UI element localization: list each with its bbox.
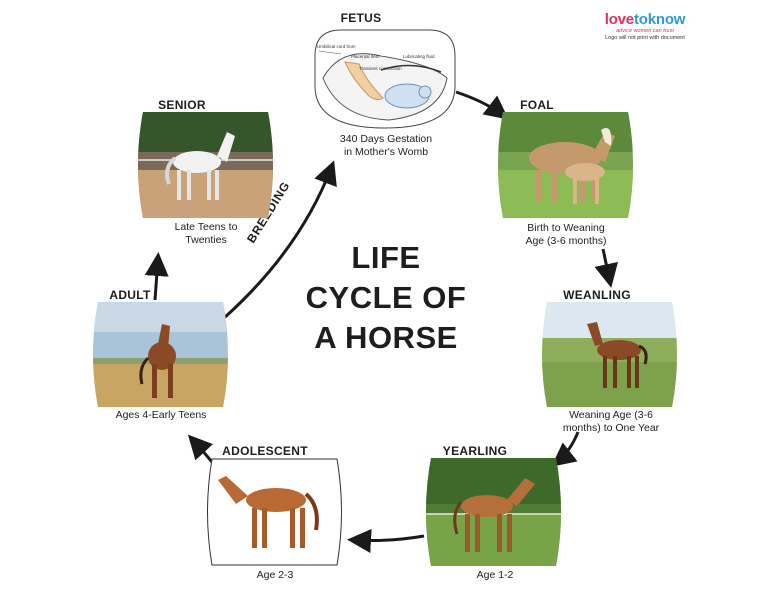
stage-caption-adolescent: Age 2-3 [256, 569, 294, 581]
stage-caption-senior: Late Teens to Twenties [174, 221, 238, 246]
fetus-illustration: Umbilical cord from Placental Item Trans… [314, 29, 456, 129]
adolescent-photo [207, 458, 342, 566]
stage-caption-weanling: Weaning Age (3-6 months) to One Year [562, 409, 660, 434]
logo-print-note: Logo will not print with document [605, 35, 685, 41]
stage-label-fetus: FETUS [340, 11, 382, 25]
arrow-breeding [222, 160, 337, 320]
adult-photo [93, 302, 228, 407]
yearling-photo [426, 458, 561, 566]
stage-caption-yearling: Age 1-2 [476, 569, 514, 581]
fetus-label-transition: Transient constriction [359, 66, 402, 71]
logo-wordmark: lovetoknow [604, 11, 686, 28]
diagram-title: LIFE CYCLE OF A HORSE [276, 238, 496, 358]
title-line-3: A HORSE [314, 320, 458, 355]
title-line-1: LIFE [351, 240, 421, 275]
stage-label-weanling: WEANLING [563, 288, 631, 302]
stage-label-adolescent: ADOLESCENT [222, 444, 308, 458]
arrow-weanling-to-yearling [551, 431, 580, 467]
fetus-label-placenta: Placental Item [351, 54, 380, 59]
weanling-photo [542, 302, 677, 407]
stage-caption-foal: Birth to Weaning Age (3-6 months) [525, 222, 607, 247]
fetus-label-umbilical: Umbilical cord from [317, 44, 356, 49]
stage-caption-fetus: 340 Days Gestation in Mother's Womb [339, 133, 433, 158]
fetus-label-fluid: Lubricating fluid [403, 54, 435, 59]
senior-photo [138, 112, 273, 218]
stage-label-adult: ADULT [109, 288, 151, 302]
stage-label-senior: SENIOR [158, 98, 206, 112]
arrow-fetus-to-foal [455, 90, 509, 120]
stage-label-foal: FOAL [520, 98, 554, 112]
logo-tagline: advice women can trust [616, 28, 674, 34]
title-line-2: CYCLE OF [305, 280, 467, 315]
arrow-foal-to-weanling [594, 248, 619, 288]
stage-label-yearling: YEARLING [442, 444, 508, 458]
foal-photo [498, 112, 633, 218]
stage-caption-adult: Ages 4-Early Teens [115, 409, 207, 421]
arrow-yearling-to-adolescent [347, 528, 425, 553]
lovetoknow-logo: lovetoknow advice women can trust Logo w… [590, 12, 700, 42]
arrow-adult-to-senior [144, 252, 169, 301]
